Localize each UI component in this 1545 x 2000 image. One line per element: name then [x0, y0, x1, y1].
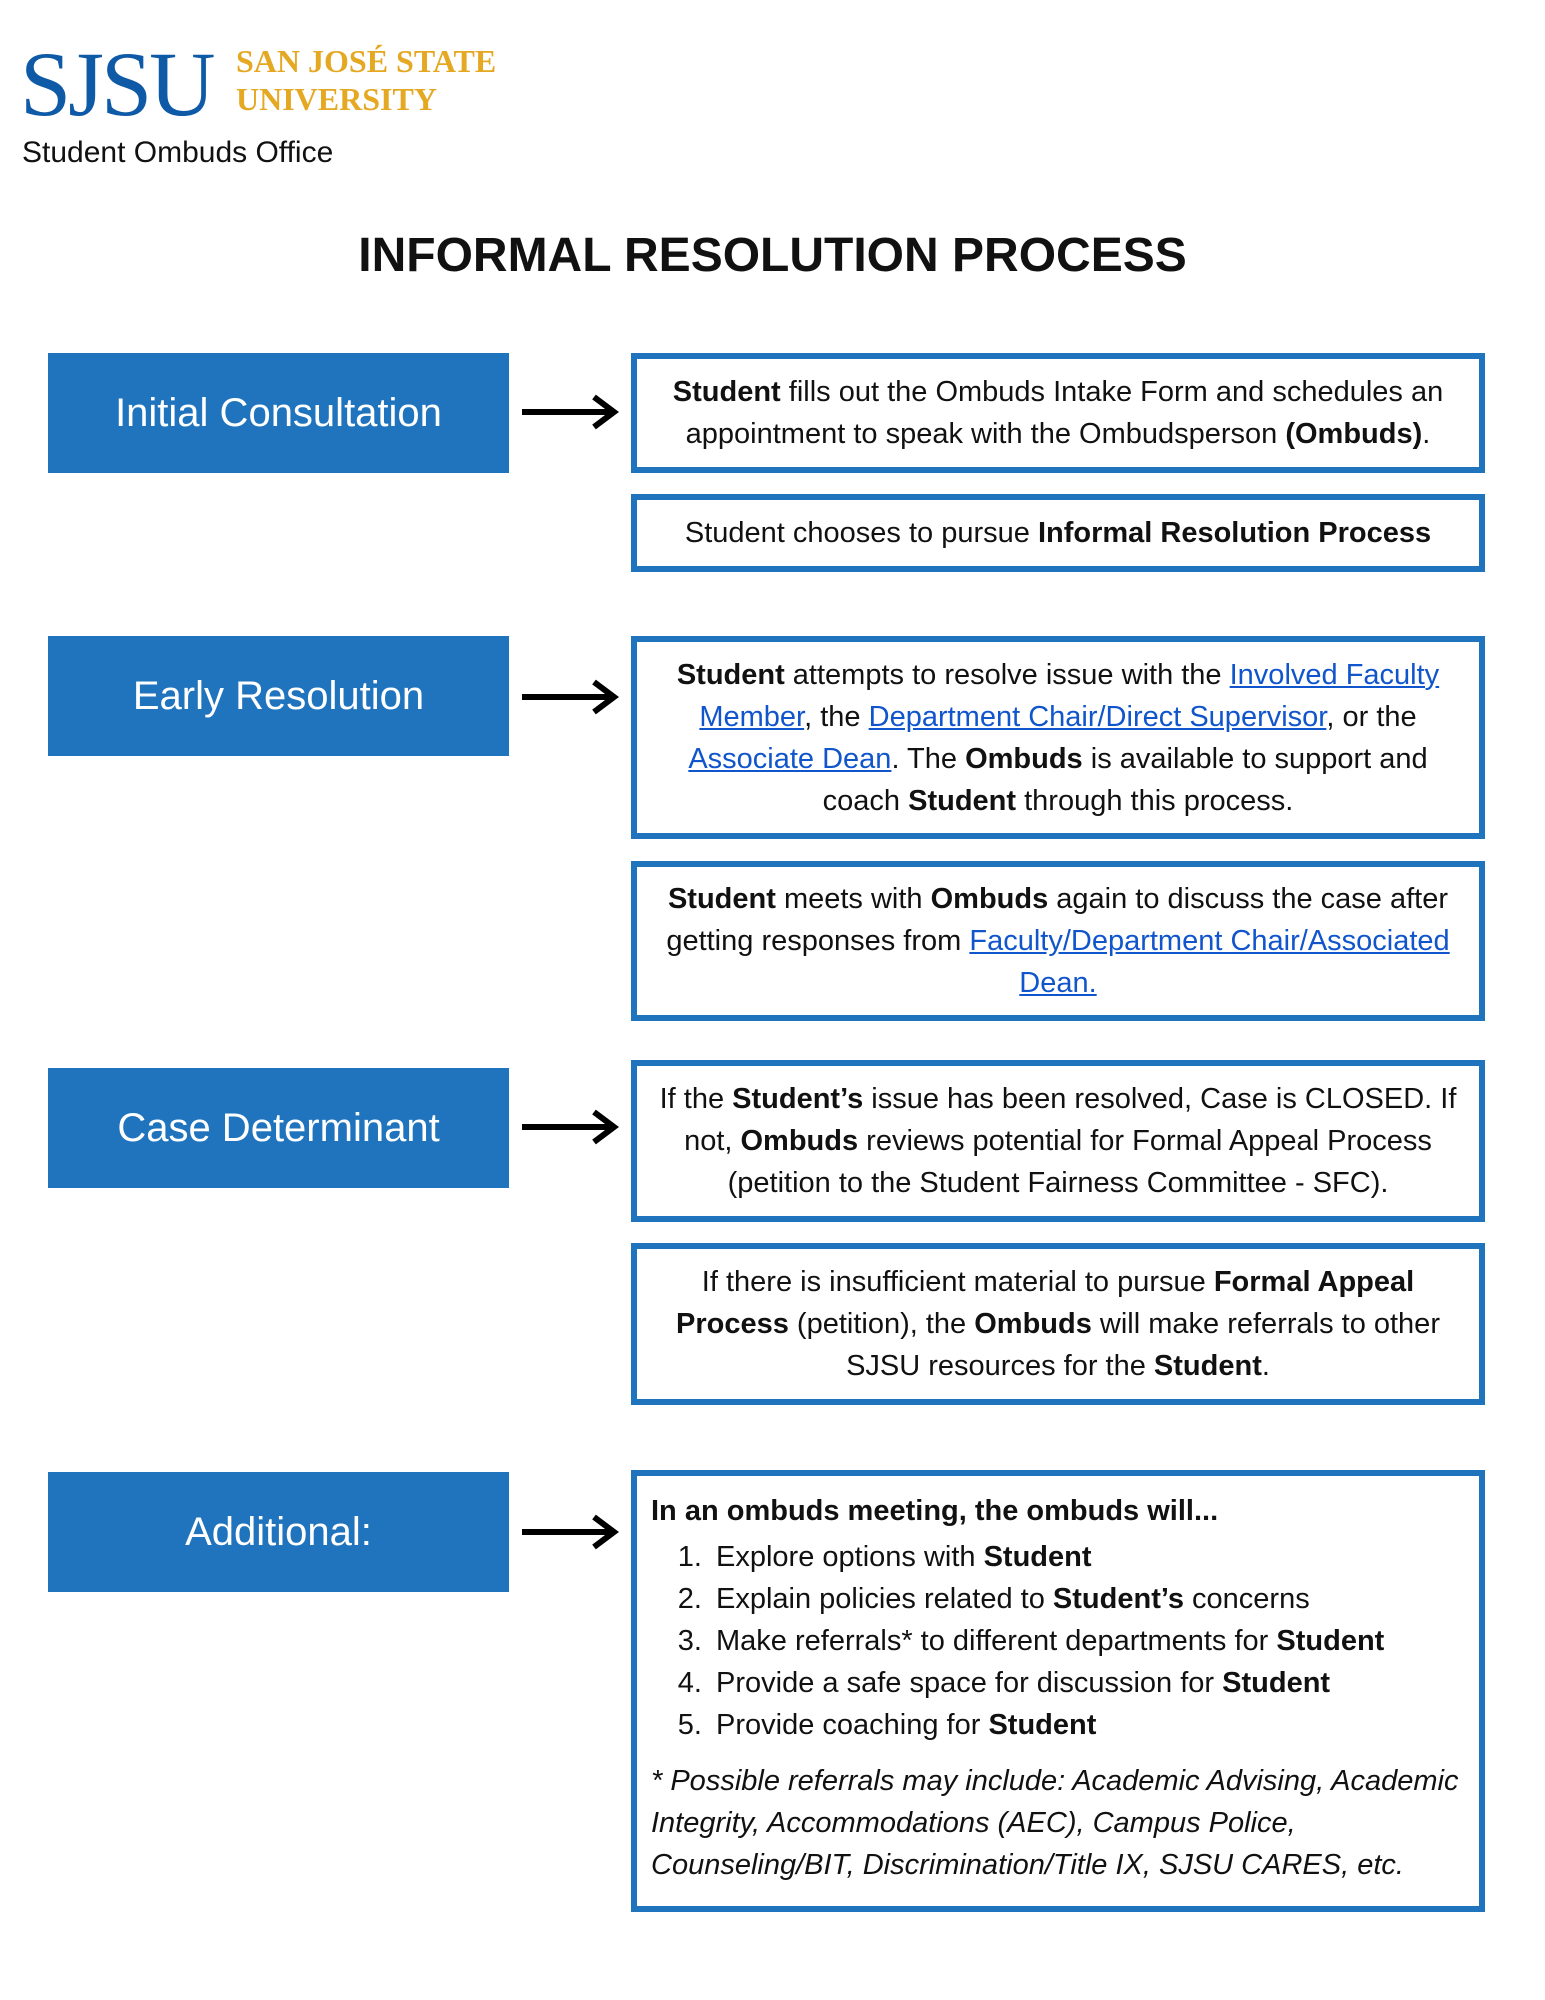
stage-label: Case Determinant	[117, 1105, 440, 1150]
item-text: Provide a safe space for discussion for	[716, 1667, 1223, 1699]
bold-text: Student	[1276, 1625, 1385, 1657]
referrals-note: * Possible referrals may include: Academ…	[651, 1765, 1459, 1881]
bold-text: Ombuds	[740, 1125, 859, 1157]
body-text: is available to support and coach	[822, 742, 1428, 817]
body-text: issue has been resolved, Case is CLOSED.…	[684, 1083, 1457, 1157]
involved-faculty-link[interactable]: Involved Faculty Member	[699, 658, 1440, 733]
bold-text: Formal Appeal Process	[676, 1266, 1415, 1340]
item-text: concerns	[1183, 1583, 1310, 1615]
list-item: Provide coaching for Student	[710, 1704, 1465, 1746]
list-item: Make referrals* to different departments…	[710, 1620, 1465, 1662]
item-text: Provide coaching for	[716, 1709, 989, 1741]
office-name: Student Ombuds Office	[22, 136, 334, 169]
right-arrow-icon	[522, 1514, 619, 1550]
item-text: Make referrals* to different departments…	[716, 1625, 1277, 1657]
stage-label: Initial Consultation	[115, 390, 442, 435]
logo-mark: SJSU	[20, 33, 216, 135]
step-attempt-resolve-box: Student attempts to resolve issue with t…	[631, 636, 1485, 839]
body-text: If the	[659, 1083, 733, 1115]
body-text: meets with	[775, 883, 931, 915]
faculty-chair-dean-link[interactable]: Faculty/Department Chair/Associated Dean…	[969, 925, 1450, 999]
body-text: attempts to resolve issue with the	[784, 658, 1230, 691]
meeting-heading: In an ombuds meeting, the ombuds will...	[651, 1495, 1219, 1527]
list-item: Explain policies related to Student’s co…	[710, 1578, 1465, 1620]
bold-text: Student	[988, 1709, 1097, 1741]
step-case-closed-box: If the Student’s issue has been resolved…	[631, 1060, 1485, 1222]
body-text: . The	[891, 742, 966, 775]
body-text: fills out the Ombuds Intake Form and sch…	[685, 376, 1444, 450]
bold-text: Student	[908, 784, 1017, 817]
body-text: .	[1422, 418, 1431, 450]
step-meet-again-box: Student meets with Ombuds again to discu…	[631, 861, 1485, 1021]
item-text: Explore options with	[716, 1541, 984, 1573]
stage-label: Additional:	[185, 1509, 372, 1554]
body-text: reviews potential for Formal Appeal Proc…	[727, 1125, 1432, 1199]
ombuds-meeting-box: In an ombuds meeting, the ombuds will...…	[631, 1470, 1485, 1912]
meeting-list: Explore options with Student Explain pol…	[651, 1536, 1465, 1746]
body-text: through this process.	[1016, 784, 1294, 817]
body-text: again to discuss the case after getting …	[666, 883, 1449, 957]
stage-case-determinant: Case Determinant	[48, 1068, 509, 1188]
logo-name-line1: SAN JOSÉ STATE	[236, 43, 497, 79]
body-text: , the	[804, 700, 869, 733]
list-item: Explore options with Student	[710, 1536, 1465, 1578]
bold-text: (Ombuds)	[1285, 418, 1423, 450]
right-arrow-icon	[522, 1109, 619, 1145]
bold-text: Student	[676, 658, 785, 691]
stage-early-resolution: Early Resolution	[48, 636, 509, 756]
list-item: Provide a safe space for discussion for …	[710, 1662, 1465, 1704]
step-choose-process-box: Student chooses to pursue Informal Resol…	[631, 494, 1485, 572]
bold-text: Student	[672, 376, 781, 408]
body-text: will make referrals to other SJSU resour…	[846, 1308, 1440, 1382]
body-text: , or the	[1326, 700, 1417, 733]
logo-name-line2: UNIVERSITY	[236, 81, 437, 117]
logo-wordmark: SAN JOSÉ STATE UNIVERSITY	[236, 42, 496, 118]
bold-text: Student	[983, 1541, 1092, 1573]
bold-text: Student	[667, 883, 776, 915]
bold-text: Student	[1153, 1350, 1262, 1382]
associate-dean-link[interactable]: Associate Dean	[688, 742, 892, 775]
bold-text: Ombuds	[974, 1308, 1092, 1340]
right-arrow-icon	[522, 679, 619, 715]
bold-text: Ombuds	[965, 742, 1083, 775]
page-title: INFORMAL RESOLUTION PROCESS	[358, 229, 1187, 282]
body-text: If there is insufficient material to pur…	[701, 1266, 1214, 1298]
body-text: Student chooses to pursue	[684, 517, 1038, 549]
body-text: .	[1261, 1350, 1270, 1382]
bold-text: Student’s	[732, 1083, 864, 1115]
bold-text: Student’s	[1052, 1583, 1184, 1615]
department-chair-link[interactable]: Department Chair/Direct Supervisor	[868, 700, 1327, 733]
item-text: Explain policies related to	[716, 1583, 1053, 1615]
bold-text: Ombuds	[930, 883, 1049, 915]
step-referrals-box: If there is insufficient material to pur…	[631, 1243, 1485, 1405]
bold-text: Informal Resolution Process	[1037, 517, 1432, 549]
body-text: (petition), the	[788, 1308, 975, 1340]
stage-additional: Additional:	[48, 1472, 509, 1592]
right-arrow-icon	[522, 394, 619, 430]
stage-initial-consultation: Initial Consultation	[48, 353, 509, 473]
step-intake-box: Student fills out the Ombuds Intake Form…	[631, 353, 1485, 473]
bold-text: Student	[1222, 1667, 1331, 1699]
stage-label: Early Resolution	[132, 673, 425, 718]
